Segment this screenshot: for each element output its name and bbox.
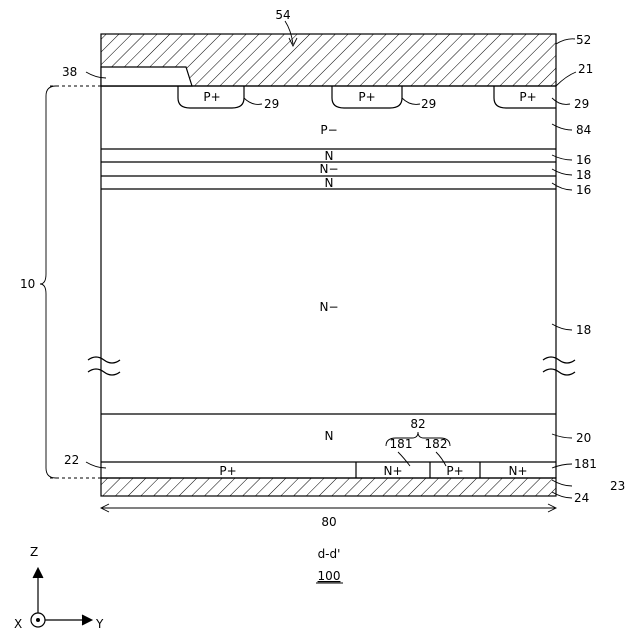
region-n-minus-drift: N−: [319, 300, 338, 314]
region-n-layer-1: N: [325, 149, 334, 163]
region-p-plus-top-1: P+: [203, 90, 220, 104]
axes-indicator: [31, 568, 92, 627]
axis-z-label: Z: [30, 545, 38, 559]
leader-lines: [86, 21, 576, 498]
ref-18a: 18: [576, 168, 591, 182]
axis-x-label: X: [14, 617, 22, 631]
region-n-plus-1: N+: [383, 464, 402, 478]
ref-29c: 29: [574, 97, 589, 111]
dimension-arrow-80: [101, 504, 556, 512]
semiconductor-body: [101, 86, 556, 478]
ref-84: 84: [576, 123, 591, 137]
ref-24: 24: [574, 491, 589, 505]
ref-18b: 18: [576, 323, 591, 337]
ref-182: 182: [425, 437, 448, 451]
ref-29a: 29: [264, 97, 279, 111]
ref-181a: 181: [390, 437, 413, 451]
ref-16a: 16: [576, 153, 591, 167]
region-p-plus-bottom-left: P+: [219, 464, 236, 478]
section-label: d-d': [318, 547, 341, 561]
region-p-plus-top-3: P+: [519, 90, 536, 104]
ref-10: 10: [20, 277, 35, 291]
region-n-plus-2: N+: [508, 464, 527, 478]
bottom-electrode: [101, 478, 556, 496]
ref-52: 52: [576, 33, 591, 47]
ref-82: 82: [410, 417, 425, 431]
insulating-film: [101, 67, 192, 86]
ref-16b: 16: [576, 183, 591, 197]
region-p-minus: P−: [320, 123, 337, 137]
brace-10: [40, 86, 101, 478]
region-p-plus-bottom: P+: [446, 464, 463, 478]
region-n-minus-thin: N−: [319, 162, 338, 176]
ref-23: 23: [610, 479, 625, 493]
figure-number: 100: [318, 569, 341, 583]
region-n-layer-2: N: [325, 176, 334, 190]
axis-y-label: Y: [95, 617, 104, 631]
break-mark-left: [88, 357, 120, 375]
ref-38: 38: [62, 65, 77, 79]
ref-29b: 29: [421, 97, 436, 111]
dimension-label: 80: [321, 515, 336, 529]
region-n-buffer: N: [325, 429, 334, 443]
break-mark-right: [543, 357, 575, 375]
ref-181b: 181: [574, 457, 597, 471]
region-p-plus-top-2: P+: [358, 90, 375, 104]
collector-row: [101, 462, 556, 478]
ref-20: 20: [576, 431, 591, 445]
ref-54: 54: [275, 8, 290, 22]
ref-21: 21: [578, 62, 593, 76]
ref-22: 22: [64, 453, 79, 467]
